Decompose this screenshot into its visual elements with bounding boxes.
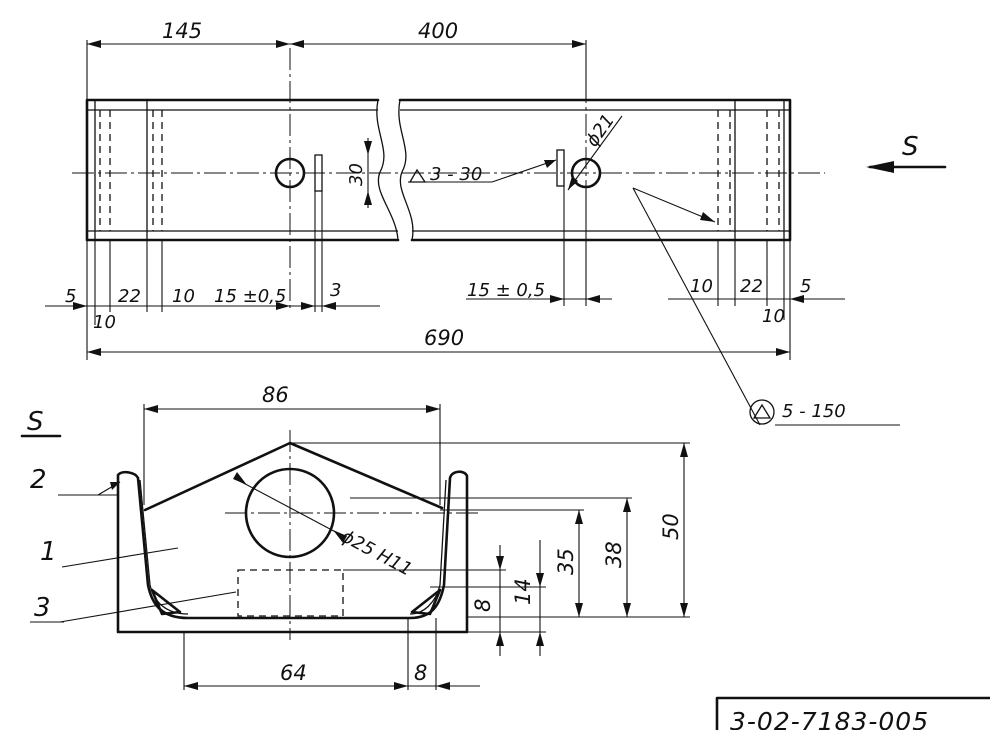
right-stop-plate bbox=[556, 149, 565, 187]
dim-50: 50 bbox=[659, 513, 683, 540]
dim-690: 690 bbox=[424, 326, 464, 350]
dim-5-left: 5 bbox=[65, 286, 76, 307]
top-view bbox=[72, 48, 825, 310]
weld-3-30: 3 - 30 bbox=[430, 164, 482, 185]
left-stop-plate bbox=[314, 154, 323, 192]
top-view-right-outline bbox=[398, 98, 792, 242]
dim-38: 38 bbox=[602, 541, 626, 568]
hole-diameter-21: ϕ21 bbox=[582, 110, 619, 151]
weld-triangle-small bbox=[408, 168, 427, 183]
section-dimensions: 86 50 38 35 14 8 bbox=[143, 383, 690, 690]
weld-note-5-150: 5 - 150 bbox=[632, 187, 900, 426]
channel-bracket bbox=[116, 470, 469, 634]
dim-5-right: 5 bbox=[800, 276, 811, 297]
break-line-right bbox=[398, 99, 414, 241]
dim-35: 35 bbox=[554, 548, 578, 575]
fillet-weld-right bbox=[410, 588, 442, 616]
dim-10-right: 10 bbox=[690, 276, 713, 297]
dim-10b-right: 10 bbox=[762, 306, 785, 327]
gusset-plate bbox=[143, 441, 444, 512]
dim-22-left: 22 bbox=[118, 286, 141, 307]
fillet-weld-left bbox=[150, 588, 182, 616]
dim-10b-left: 10 bbox=[172, 286, 195, 307]
dim-14: 14 bbox=[511, 578, 535, 605]
drawing-number: 3-02-7183-005 bbox=[730, 707, 929, 730]
dim-86: 86 bbox=[262, 383, 289, 407]
right-ribs bbox=[717, 100, 785, 240]
top-view-left-outline bbox=[85, 98, 400, 242]
stop-block bbox=[237, 569, 344, 617]
section-label-s: S bbox=[27, 407, 44, 437]
dim-15-left: 15 ±0,5 bbox=[214, 286, 286, 307]
part-number-2: 2 bbox=[30, 465, 47, 495]
break-line-left bbox=[376, 99, 399, 241]
section-view: S 2 1 3 bbox=[20, 407, 480, 640]
dim-8-horizontal: 8 bbox=[414, 661, 427, 685]
dim-30: 30 bbox=[346, 163, 367, 186]
title-block: 3-02-7183-005 bbox=[715, 696, 990, 730]
bore-diameter: ϕ25 H11 bbox=[338, 526, 416, 581]
part-number-3: 3 bbox=[34, 593, 51, 623]
dim-145: 145 bbox=[162, 19, 202, 43]
part-number-1: 1 bbox=[40, 537, 57, 567]
dim-400: 400 bbox=[418, 19, 458, 43]
dim-15-right: 15 ± 0,5 bbox=[467, 280, 545, 301]
dim-8-vertical: 8 bbox=[471, 599, 495, 612]
dim-64: 64 bbox=[280, 661, 307, 685]
dim-10-left: 10 bbox=[93, 312, 116, 333]
weld-5-150: 5 - 150 bbox=[782, 401, 846, 422]
dim-3: 3 bbox=[330, 280, 341, 301]
view-marker-s: S bbox=[902, 132, 919, 162]
left-ribs bbox=[94, 100, 163, 240]
top-view-dimensions: 145 400 690 5 10 22 10 15 ±0,5 3 30 bbox=[45, 19, 947, 360]
dim-22-right: 22 bbox=[740, 276, 763, 297]
